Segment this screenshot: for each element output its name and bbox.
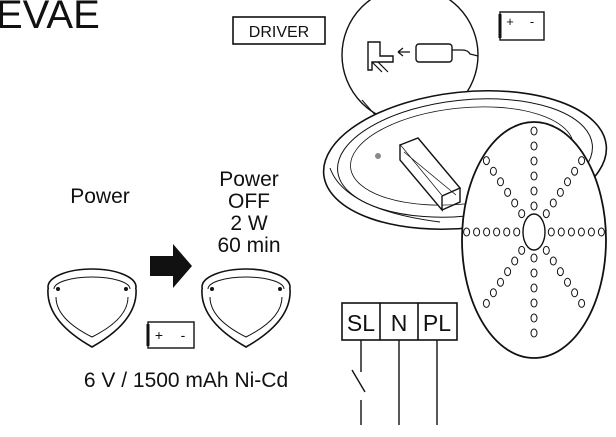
led-dot bbox=[530, 126, 538, 136]
led-dot bbox=[518, 209, 526, 219]
switch-contact bbox=[351, 369, 366, 393]
led-dot bbox=[513, 227, 521, 237]
led-dot bbox=[556, 267, 564, 277]
led-dot bbox=[530, 171, 538, 181]
led-dot bbox=[530, 253, 538, 263]
led-dot bbox=[530, 186, 538, 196]
led-dot bbox=[587, 227, 595, 237]
led-dot bbox=[497, 277, 504, 287]
led-dot bbox=[547, 227, 555, 237]
terminal-pl: PL bbox=[423, 310, 451, 336]
led-dot bbox=[556, 187, 564, 197]
led-dot bbox=[504, 187, 512, 197]
battery-minus: - bbox=[181, 327, 186, 343]
battery-top-plus: + bbox=[506, 14, 514, 29]
led-dot bbox=[530, 156, 538, 166]
led-dot bbox=[530, 313, 538, 323]
led-dot bbox=[497, 177, 504, 187]
led-dot bbox=[530, 268, 538, 278]
led-dot bbox=[493, 227, 501, 237]
led-dot bbox=[530, 328, 538, 338]
led-dot bbox=[530, 201, 538, 211]
arrow-right-icon bbox=[150, 244, 192, 288]
led-dot bbox=[549, 198, 557, 208]
led-dot bbox=[473, 227, 481, 237]
led-dot bbox=[571, 288, 579, 298]
led-dot bbox=[530, 141, 538, 151]
led-dot bbox=[511, 198, 519, 208]
led-dot bbox=[530, 298, 538, 308]
led-dot bbox=[542, 245, 550, 255]
lamp-power-on bbox=[47, 268, 137, 348]
state-line-3: 2 W bbox=[230, 212, 268, 235]
terminal-n: N bbox=[391, 310, 408, 336]
state-line-1: Power bbox=[219, 168, 279, 191]
led-dot bbox=[542, 209, 550, 219]
led-dot bbox=[482, 298, 490, 308]
led-dot bbox=[504, 267, 512, 277]
led-dot bbox=[578, 156, 586, 166]
power-off-state: Power OFF 2 W 60 min bbox=[217, 168, 280, 257]
led-dot bbox=[503, 227, 511, 237]
driver-label: DRIVER bbox=[249, 24, 309, 41]
state-line-4: 60 min bbox=[217, 234, 280, 257]
terminal-block: SL N PL bbox=[341, 302, 458, 425]
led-dot bbox=[557, 227, 565, 237]
led-dot bbox=[489, 166, 497, 176]
driver-label-box: DRIVER bbox=[232, 16, 326, 45]
led-dot bbox=[567, 227, 575, 237]
battery-plus: + bbox=[155, 327, 163, 343]
led-dot bbox=[578, 298, 586, 308]
led-dot bbox=[597, 227, 605, 237]
battery-icon-top: + - bbox=[498, 11, 545, 41]
state-line-2: OFF bbox=[228, 190, 270, 213]
battery-top-minus: - bbox=[530, 14, 534, 29]
led-dots bbox=[463, 126, 605, 338]
led-dot bbox=[463, 227, 471, 237]
power-label: Power bbox=[70, 185, 130, 208]
led-dot bbox=[549, 256, 557, 266]
title: EVAE bbox=[0, 0, 100, 37]
led-dot bbox=[489, 288, 497, 298]
led-dot bbox=[482, 156, 490, 166]
led-dot bbox=[564, 177, 571, 187]
battery-spec: 6 V / 1500 mAh Ni-Cd bbox=[84, 369, 288, 392]
led-dot bbox=[564, 277, 571, 287]
led-dot bbox=[518, 245, 526, 255]
battery-icon: + - bbox=[146, 321, 195, 349]
led-dot bbox=[530, 283, 538, 293]
terminal-sl: SL bbox=[347, 310, 375, 336]
lamp-power-off bbox=[201, 268, 291, 348]
led-dot bbox=[571, 166, 579, 176]
led-dot bbox=[483, 227, 491, 237]
led-dot bbox=[511, 256, 519, 266]
led-dot bbox=[577, 227, 585, 237]
led-reflector-disc bbox=[461, 121, 607, 359]
